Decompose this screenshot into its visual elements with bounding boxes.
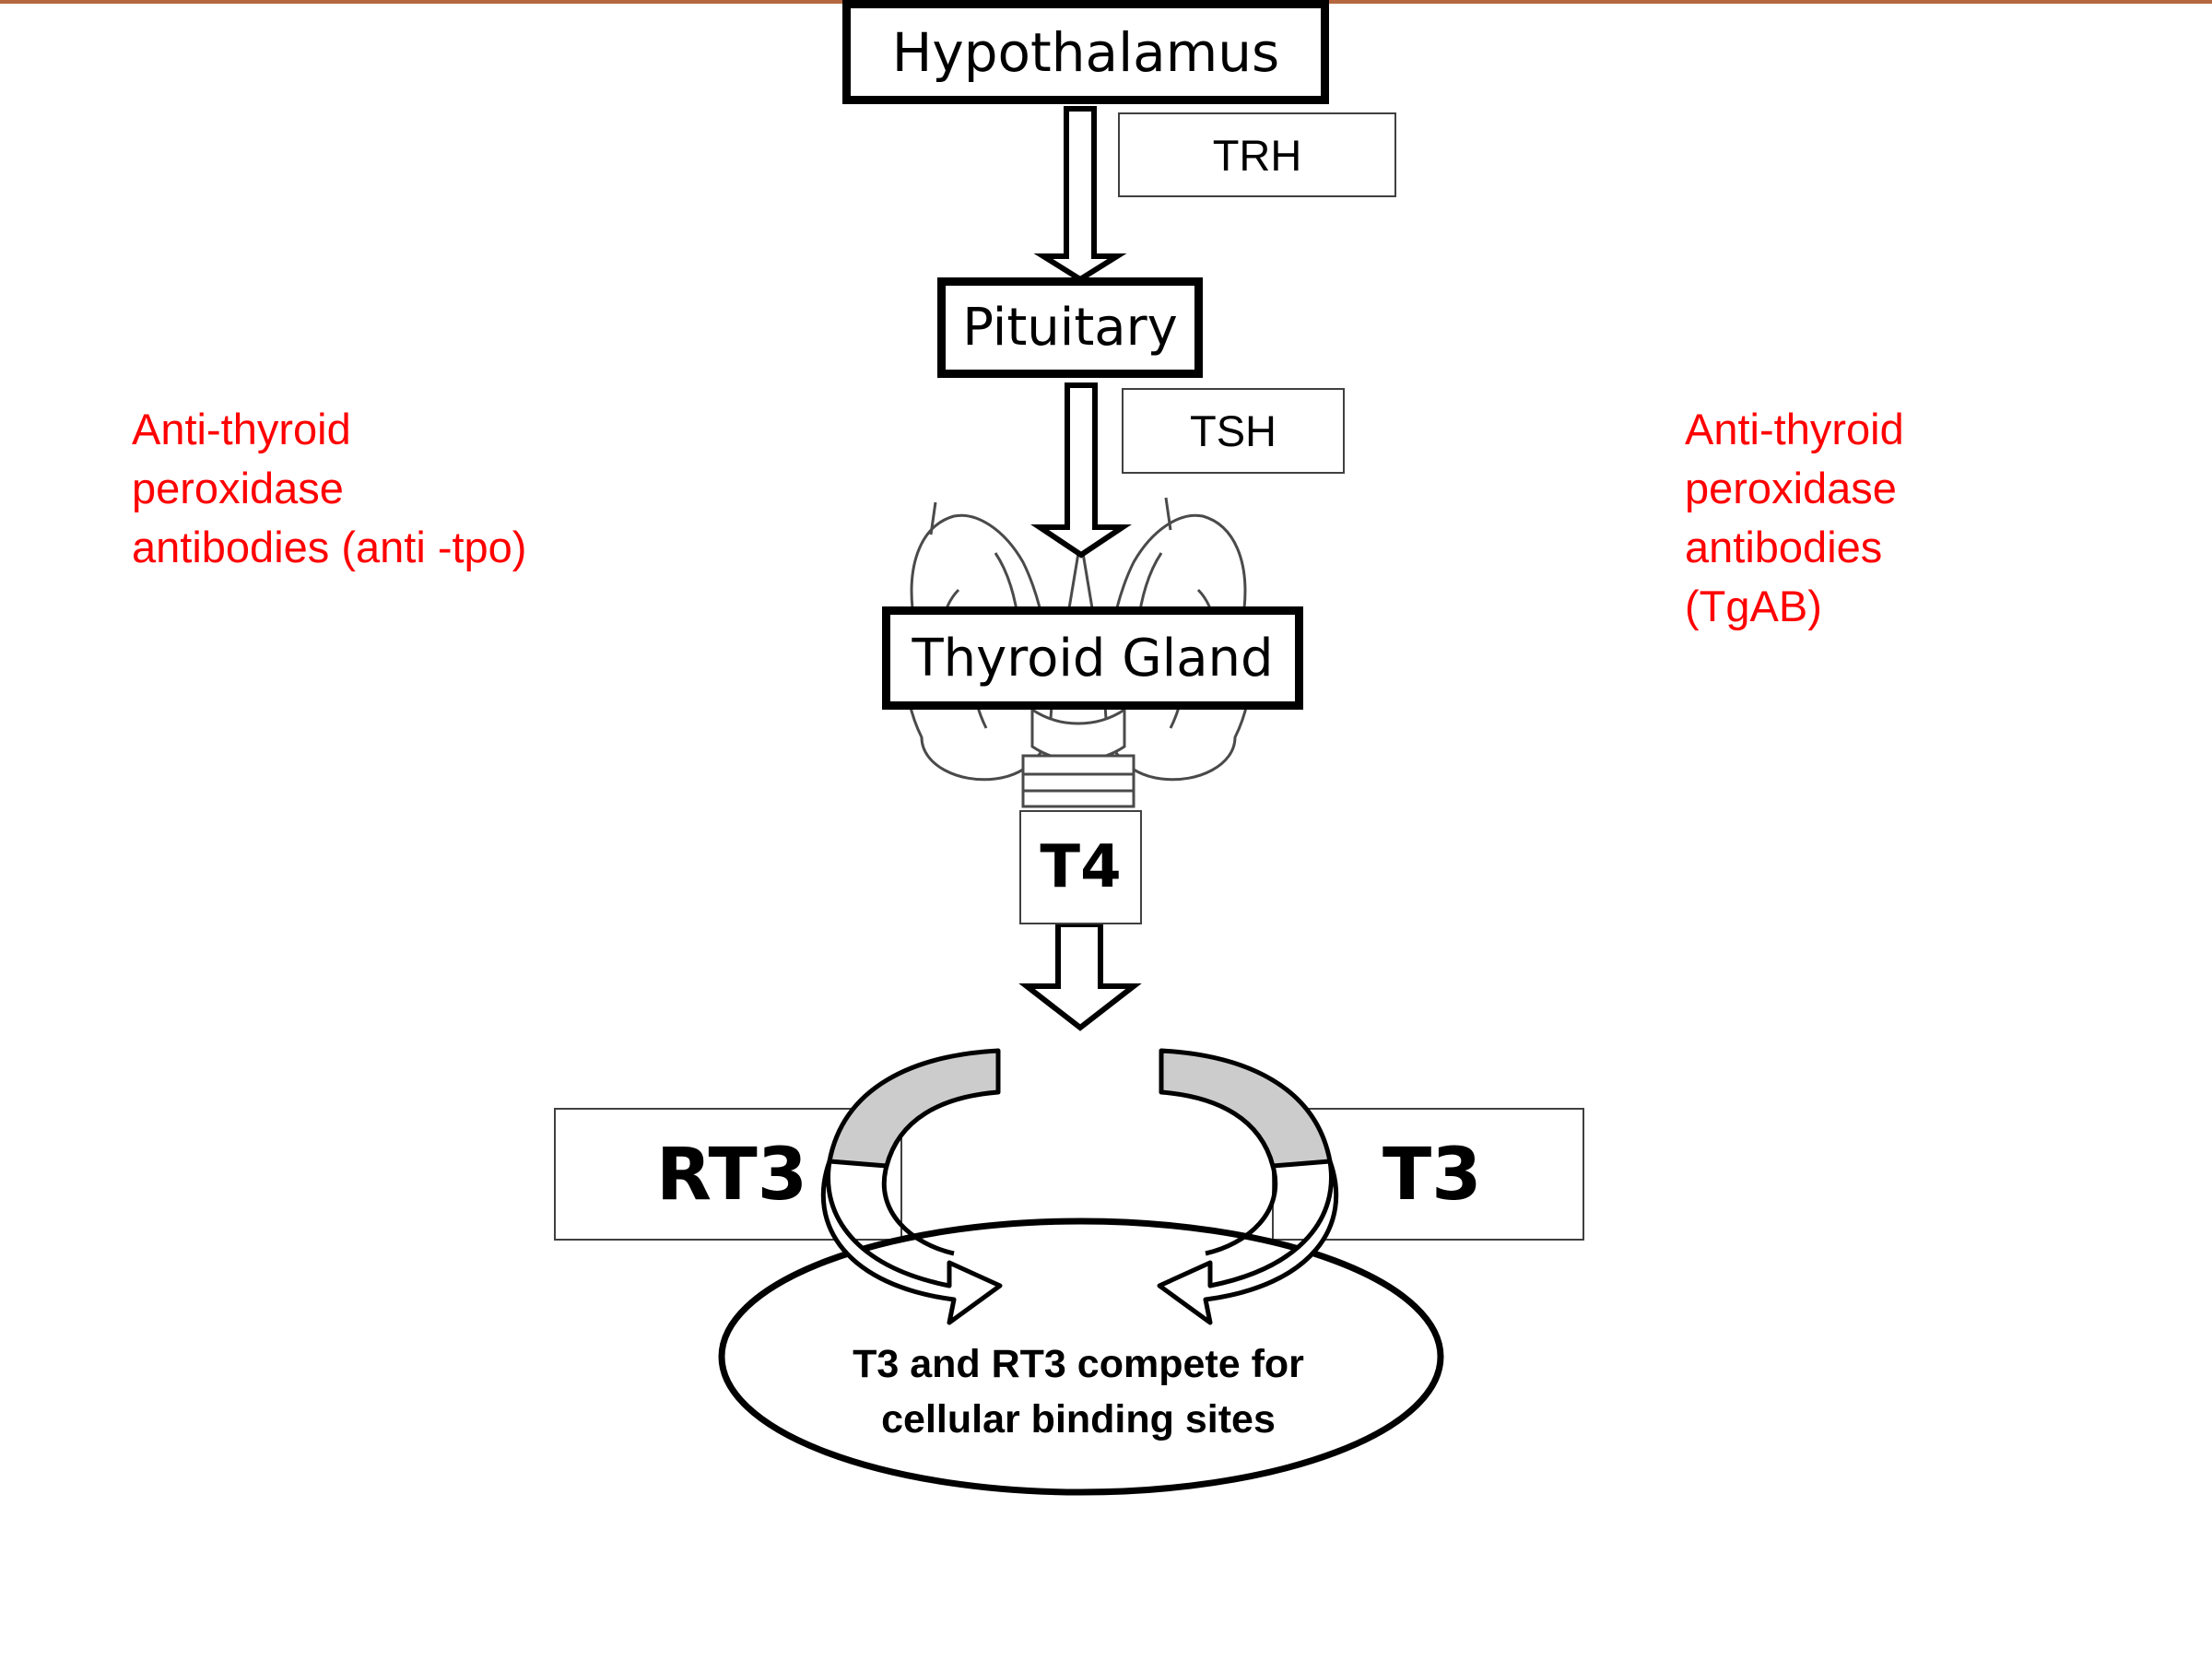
trh-box: TRH <box>1118 112 1396 197</box>
left-antibody-note: Anti-thyroid peroxidase antibodies (anti… <box>132 405 527 571</box>
arrow-t4-down <box>1018 922 1142 1031</box>
pituitary-label: Pituitary <box>962 298 1178 358</box>
tsh-box: TSH <box>1122 388 1345 474</box>
tsh-label: TSH <box>1190 406 1277 455</box>
trh-label: TRH <box>1212 130 1302 180</box>
thyroid-gland-label: Thyroid Gland <box>912 628 1274 688</box>
t4-box: T4 <box>1019 810 1142 924</box>
thyroid-gland-box: Thyroid Gland <box>882 606 1303 710</box>
arrow-pituitary-to-thyroid <box>1030 382 1132 559</box>
rt3-label: RT3 <box>656 1134 808 1217</box>
curved-arrow-to-t3 <box>1157 1048 1339 1325</box>
hypothalamus-box: Hypothalamus <box>842 0 1329 104</box>
hypothalamus-label: Hypothalamus <box>891 20 1280 84</box>
t3-label: T3 <box>1382 1134 1482 1217</box>
t4-label: T4 <box>1040 833 1122 901</box>
pituitary-box: Pituitary <box>937 277 1203 378</box>
right-antibody-note: Anti-thyroid peroxidase antibodies (TgAB… <box>1685 405 1904 630</box>
curved-arrow-to-rt3 <box>820 1048 1003 1325</box>
compete-text: T3 and RT3 compete for cellular binding … <box>853 1342 1304 1441</box>
arrow-hypothalamus-to-pituitary <box>1033 106 1127 283</box>
